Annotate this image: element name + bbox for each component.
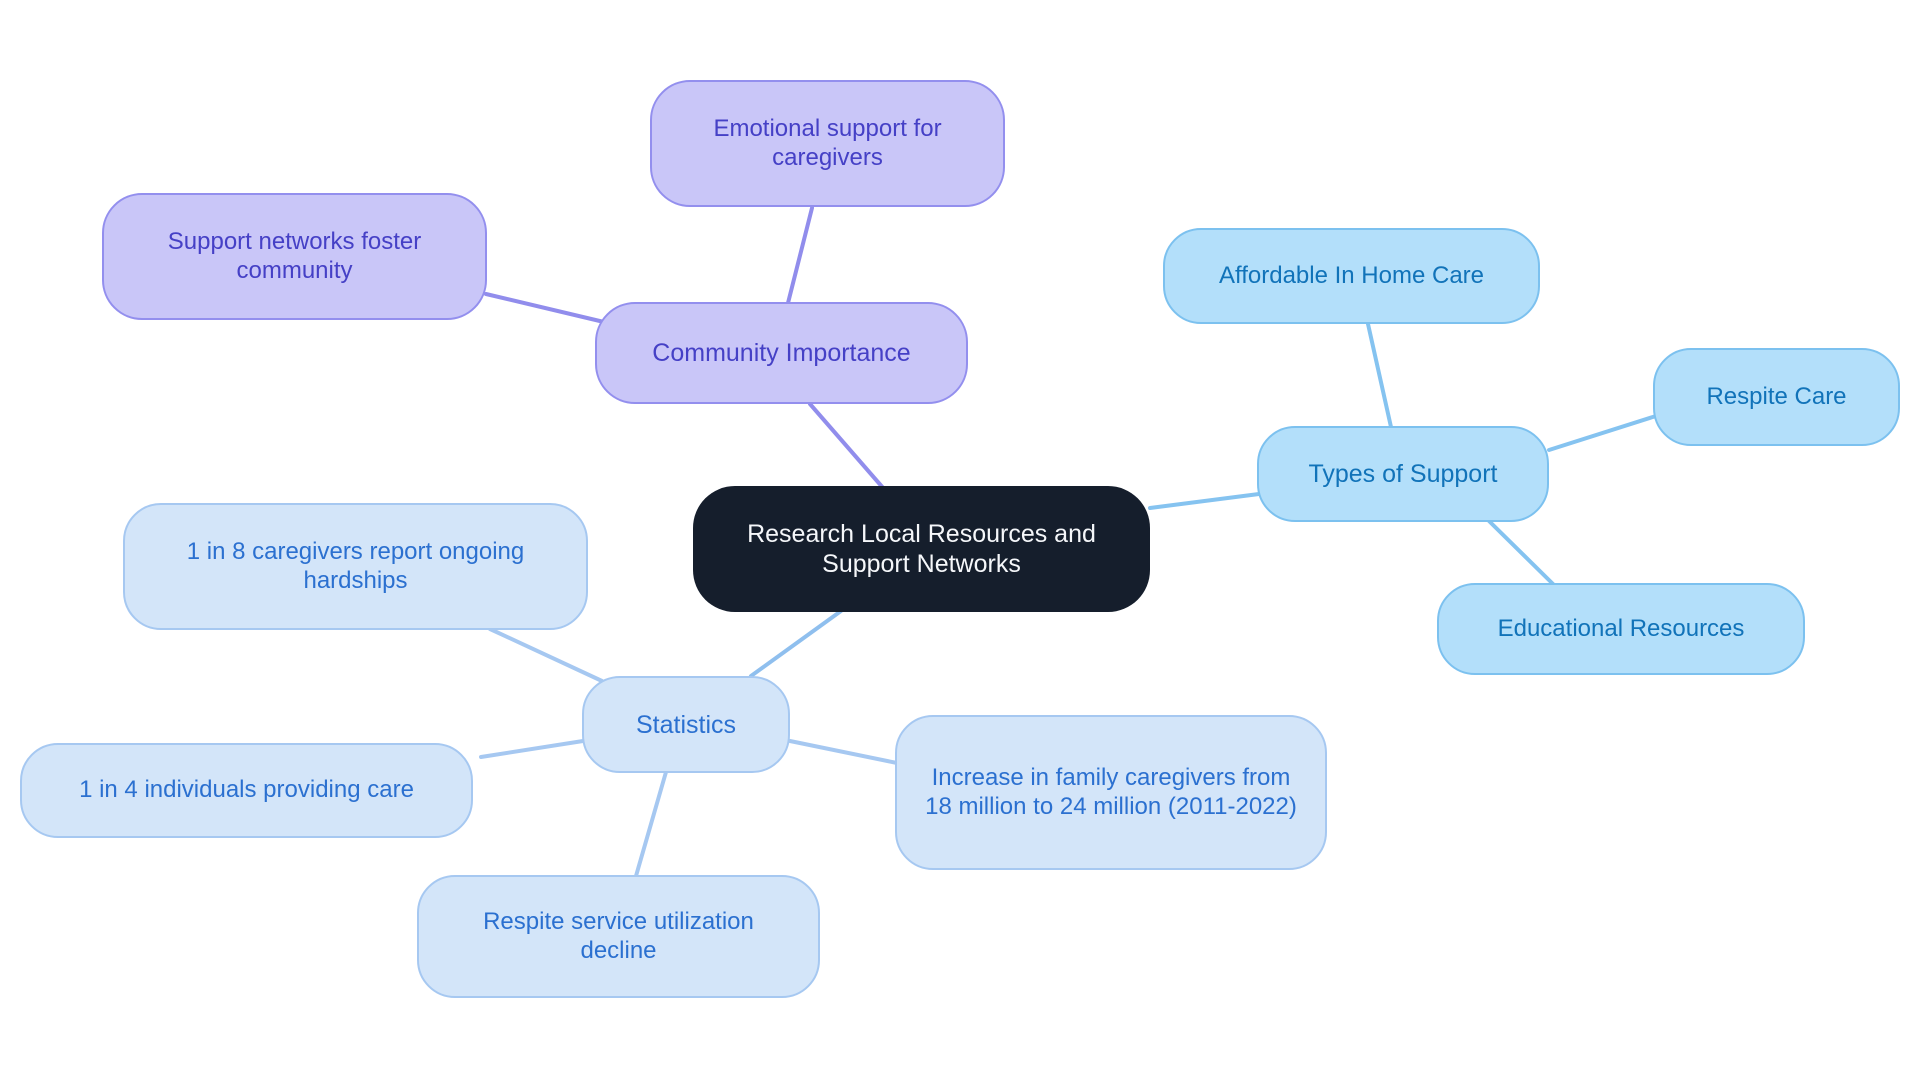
child-node-respite-care[interactable]: Respite Care [1653,348,1900,446]
child-node-1-in-4-providing-care[interactable]: 1 in 4 individuals providing care [20,743,473,838]
connector-types-to-respite-care [1547,414,1658,452]
branch-node-types-of-support[interactable]: Types of Support [1257,426,1549,522]
child-node-emotional-support[interactable]: Emotional support for caregivers [650,80,1005,207]
central-node-label: Research Local Resources and Support Net… [747,520,1096,578]
child-node-caregiver-increase[interactable]: Increase in family caregivers from 18 mi… [895,715,1327,870]
connector-center-to-statistics [749,609,843,678]
branch-node-community-importance[interactable]: Community Importance [595,302,968,404]
connector-affordable-to-types [1366,322,1393,429]
child-node-label: Increase in family caregivers from 18 mi… [925,763,1297,820]
connector-statistics-to-increase [788,739,899,765]
central-node[interactable]: Research Local Resources and Support Net… [693,486,1150,612]
child-node-label: Respite Care [1706,382,1847,410]
connector-1in4-to-statistics [479,739,585,759]
child-node-respite-utilization-decline[interactable]: Respite service utilization decline [417,875,820,998]
connector-statistics-to-respite-decline [634,770,668,878]
child-node-label: 1 in 8 caregivers report ongoing hardshi… [186,537,525,594]
branch-node-statistics[interactable]: Statistics [582,676,790,773]
child-node-label: Respite service utilization decline [483,907,754,964]
branch-node-label: Statistics [635,710,737,739]
connector-types-to-educational [1487,519,1556,587]
branch-node-label: Types of Support [1308,460,1498,488]
connector-center-to-types [1148,492,1261,510]
child-node-label: Emotional support for caregivers [713,114,942,171]
child-node-educational-resources[interactable]: Educational Resources [1437,583,1805,675]
connector-community-to-center [808,402,886,491]
child-node-affordable-in-home-care[interactable]: Affordable In Home Care [1163,228,1540,324]
connector-1in8-to-statistics [488,627,604,683]
connector-emotional-to-community [786,206,814,305]
child-node-1-in-8-hardships[interactable]: 1 in 8 caregivers report ongoing hardshi… [123,503,588,630]
branch-node-label: Community Importance [652,339,911,367]
child-node-label: Educational Resources [1497,614,1745,642]
child-node-label: 1 in 4 individuals providing care [79,776,414,804]
child-node-label: Affordable In Home Care [1218,261,1485,289]
child-node-support-networks[interactable]: Support networks foster community [102,193,487,320]
connector-networks-to-community [484,292,606,324]
child-node-label: Support networks foster community [167,227,422,284]
